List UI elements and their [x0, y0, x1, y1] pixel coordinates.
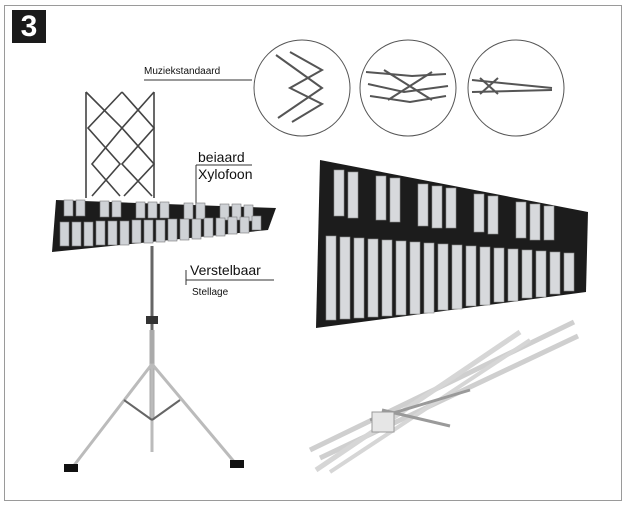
detail-circle-3 [467, 39, 565, 137]
music-stand-lyre [85, 91, 156, 198]
label-xylophone: Xylofoon [198, 166, 253, 182]
folded-stand [308, 319, 580, 474]
label-leaders [144, 79, 274, 285]
xylophone-right [316, 160, 588, 328]
detail-circle-2 [359, 39, 457, 137]
label-stand: Stellage [192, 287, 229, 298]
diagram-frame [4, 5, 622, 501]
xylophone-left [52, 199, 276, 252]
label-carillon: beiaard [198, 149, 245, 165]
detail-circle-1 [253, 39, 351, 137]
tripod-stand [64, 246, 244, 472]
label-adjustable: Verstelbaar [190, 262, 261, 278]
step-number-badge: 3 [12, 10, 46, 43]
label-music-stand: Muziekstandaard [144, 66, 221, 77]
